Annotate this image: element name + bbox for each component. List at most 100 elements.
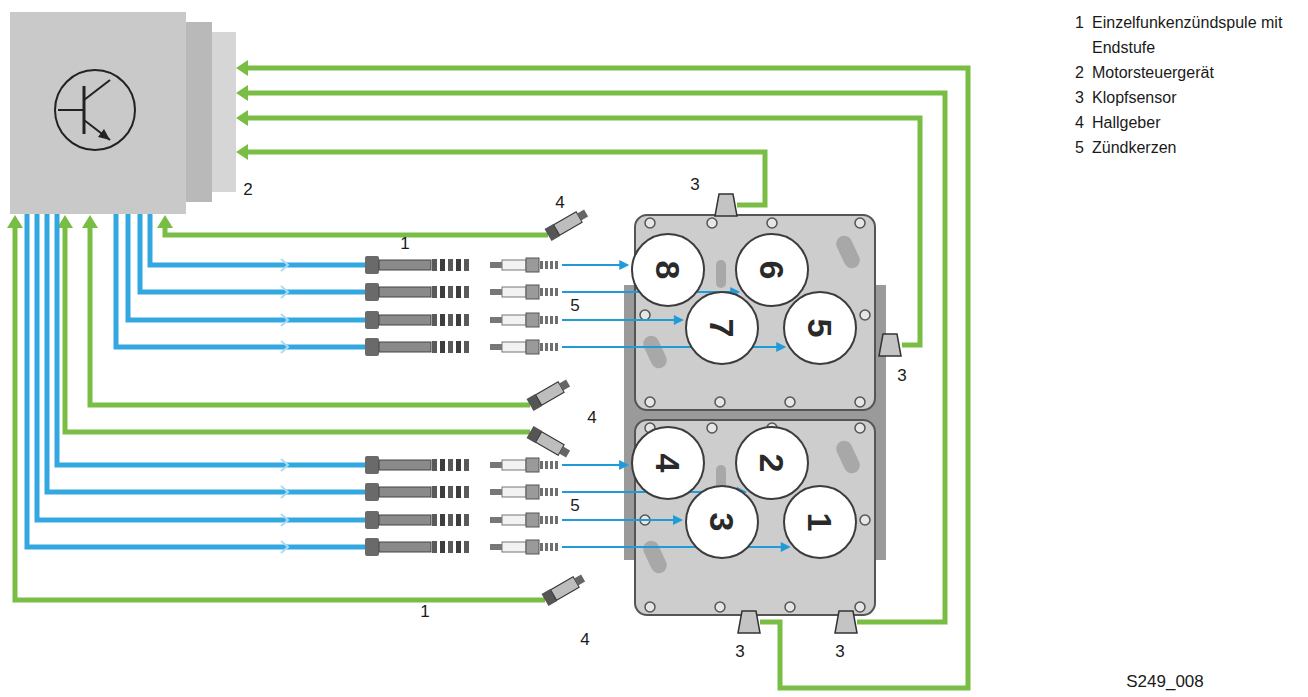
callout-number: 1 xyxy=(400,234,409,254)
head-bolt xyxy=(767,218,777,228)
coil-boot-rib xyxy=(440,486,445,498)
plug-thread xyxy=(540,543,543,551)
hall-sender-tip xyxy=(559,447,570,458)
hall-sender-body xyxy=(536,382,565,405)
plug-thread xyxy=(545,343,548,351)
plug-thread xyxy=(550,543,553,551)
figure-code: S249_008 xyxy=(1126,672,1204,692)
hall-sender xyxy=(542,572,587,606)
transistor-symbol xyxy=(55,70,135,150)
key-number: 4 xyxy=(1066,110,1084,135)
cylinder-circle: 4 xyxy=(631,426,705,500)
plug-thread xyxy=(545,288,548,296)
coil-head xyxy=(365,338,379,356)
callout-number: 1 xyxy=(420,602,429,622)
plug-thread xyxy=(545,261,548,269)
coil-tube xyxy=(379,515,431,525)
head-port xyxy=(834,438,863,476)
head-port xyxy=(641,538,670,576)
coil-boot-rib xyxy=(440,259,445,271)
coil-boot-rib xyxy=(456,514,461,526)
coil-boot-rib xyxy=(464,314,469,326)
hall-sender xyxy=(545,207,590,241)
plug-thread xyxy=(555,288,558,296)
coil-boot-rib xyxy=(432,514,437,526)
spark-arrowhead xyxy=(776,342,786,352)
hall-sender-wire xyxy=(15,228,545,600)
ignition-wire xyxy=(140,214,365,292)
hall-sender xyxy=(527,426,572,460)
plug-thread xyxy=(540,516,543,524)
head-bolt xyxy=(715,602,725,612)
plug-thread xyxy=(555,461,558,469)
coil-tube xyxy=(379,487,431,497)
coil-boot-rib xyxy=(432,314,437,326)
coil-tube xyxy=(379,260,431,270)
key-number: 3 xyxy=(1066,85,1084,110)
coil-boot-rib xyxy=(440,341,445,353)
ecu-housing xyxy=(10,12,186,214)
knock-sensor-wire xyxy=(247,68,968,688)
cylinder-circle: 5 xyxy=(783,291,857,365)
signal-chevron xyxy=(281,341,288,353)
head-port xyxy=(834,233,863,271)
coil-boot-rib xyxy=(440,314,445,326)
ignition-wire xyxy=(47,214,365,492)
head-bolt xyxy=(860,310,870,320)
plug-insulator xyxy=(502,287,526,297)
spark-arrowhead xyxy=(674,315,684,325)
signal-chevron xyxy=(281,259,288,271)
plug-hex xyxy=(526,340,539,354)
key-text: Motorsteuergerät xyxy=(1092,60,1304,85)
coil-boot-rib xyxy=(432,259,437,271)
head-port xyxy=(716,260,726,288)
head-bolt xyxy=(785,397,795,407)
plug-insulator xyxy=(502,515,526,525)
plug-thread xyxy=(555,516,558,524)
coil-boot-rib xyxy=(448,341,453,353)
spark-arrow xyxy=(562,264,621,266)
head-port xyxy=(641,333,670,371)
coil-boot-rib xyxy=(432,541,437,553)
ignition-wire xyxy=(128,214,365,320)
coil-boot-rib xyxy=(456,459,461,471)
plug-thread xyxy=(545,543,548,551)
head-bolt xyxy=(785,602,795,612)
key-text: Zündkerzen xyxy=(1092,135,1304,160)
head-bolt xyxy=(855,602,865,612)
plug-thread xyxy=(540,288,543,296)
spark-arrowhead xyxy=(673,515,683,525)
wire-arrowhead xyxy=(236,60,248,76)
plug-thread xyxy=(555,343,558,351)
callout-number: 5 xyxy=(570,496,579,516)
head-bolt xyxy=(645,397,655,407)
plug-hex xyxy=(526,258,539,272)
coil-boot-rib xyxy=(440,541,445,553)
coil-boot-rib xyxy=(456,259,461,271)
head-bolt xyxy=(707,423,717,433)
plug-terminal xyxy=(490,544,502,550)
head-bolt xyxy=(645,602,655,612)
plug-thread xyxy=(540,261,543,269)
plug-thread xyxy=(550,316,553,324)
signal-chevron xyxy=(281,541,288,553)
plug-thread xyxy=(545,516,548,524)
coil-boot-rib xyxy=(464,259,469,271)
plug-thread xyxy=(540,316,543,324)
wire-arrowhead xyxy=(157,215,173,228)
signal-chevron xyxy=(281,459,288,471)
coil-head xyxy=(365,256,379,274)
coil-head xyxy=(365,456,379,474)
coil-boot-rib xyxy=(456,314,461,326)
cylinder-circle: 6 xyxy=(735,233,809,307)
callout-number: 4 xyxy=(555,193,564,213)
knock-sensor-wire xyxy=(247,93,945,622)
transistor-symbol xyxy=(98,129,110,140)
coil-boot-rib xyxy=(448,541,453,553)
plug-hex xyxy=(526,285,539,299)
signal-chevron xyxy=(281,286,288,298)
coil-boot-rib xyxy=(448,314,453,326)
coil-boot-rib xyxy=(432,459,437,471)
knock-sensor-wire xyxy=(247,152,765,205)
plug-hex xyxy=(526,540,539,554)
